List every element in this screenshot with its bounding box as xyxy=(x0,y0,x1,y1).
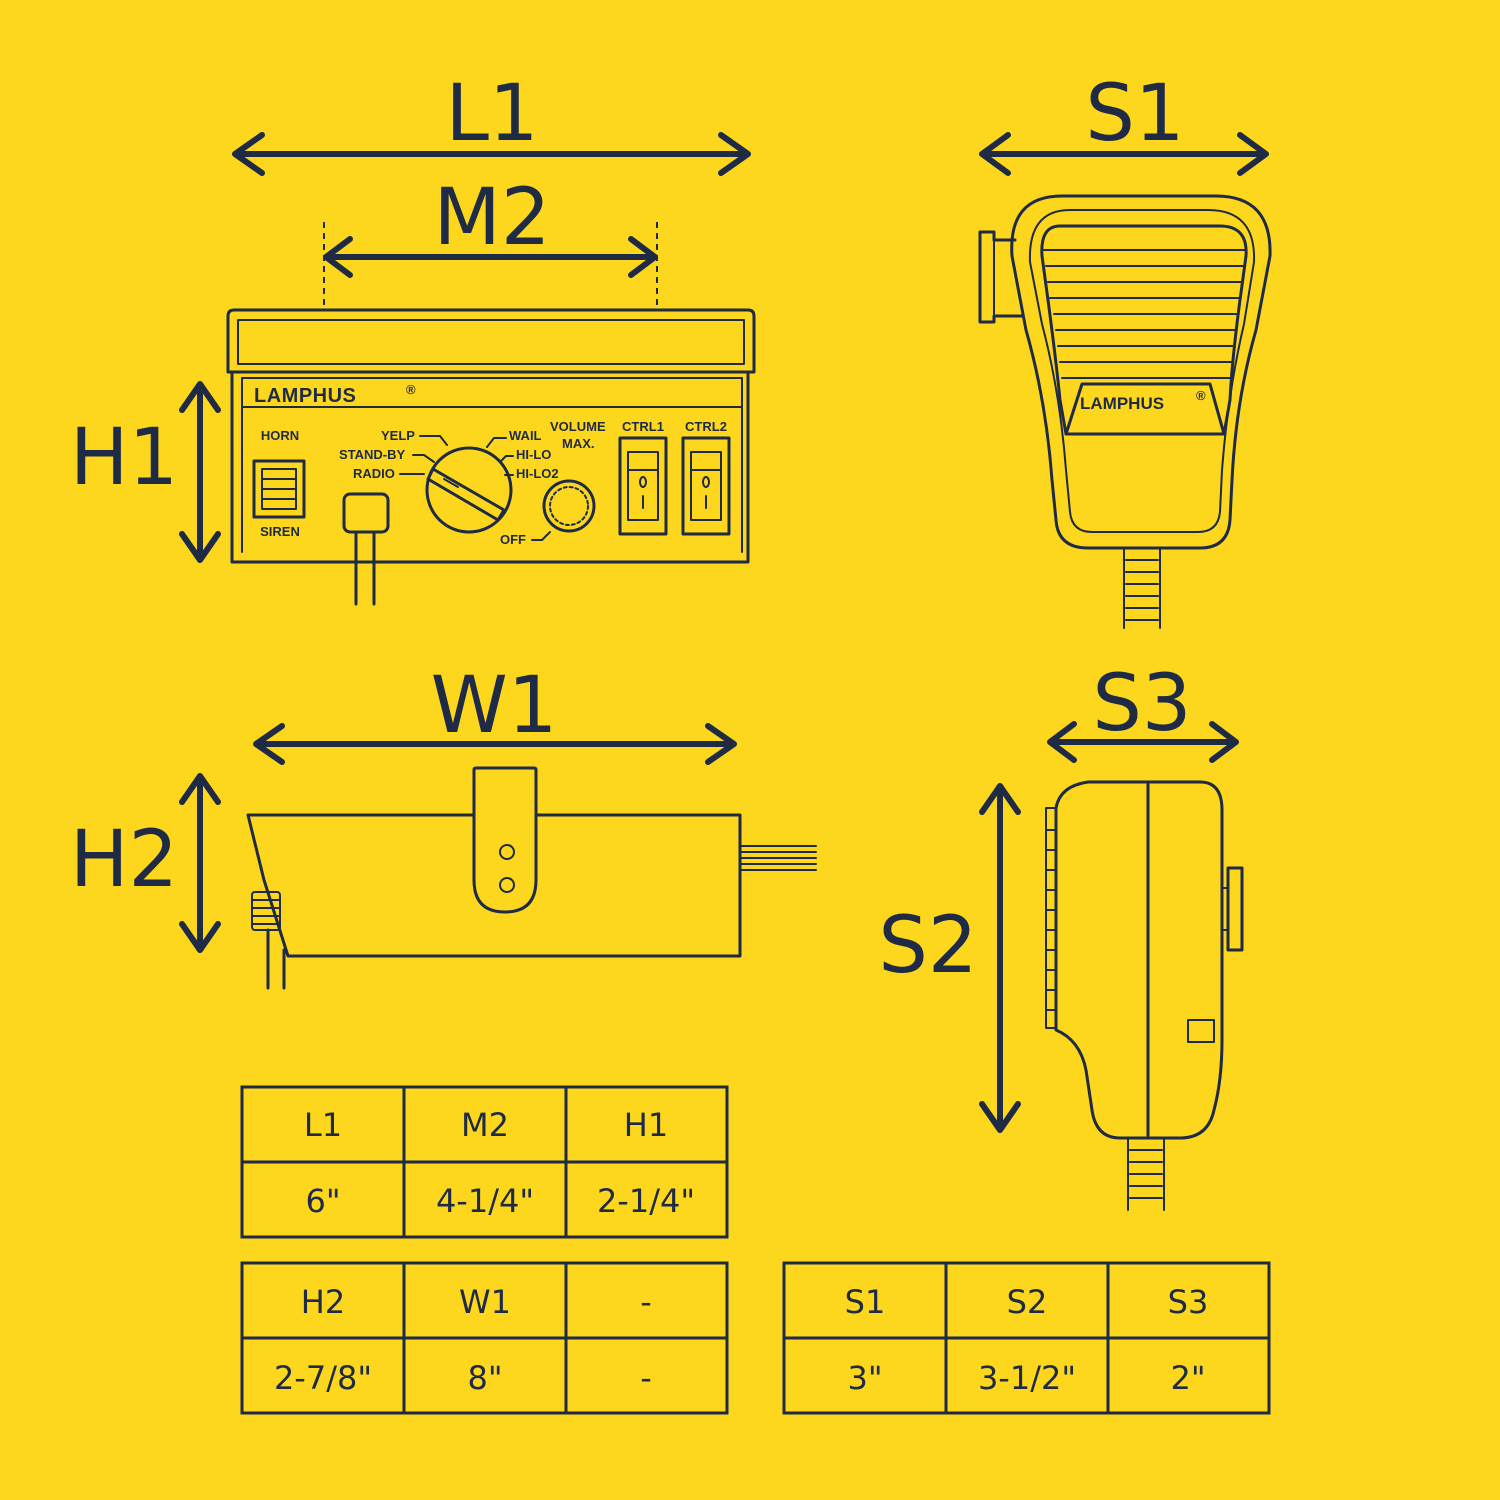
dimension-table-3: S1 S2 S3 3" 3-1/2" 2" xyxy=(782,1261,1271,1415)
wail-label: WAIL xyxy=(509,428,542,443)
microphone-cord-side xyxy=(1127,1137,1165,1211)
l1-dimension: L1 xyxy=(232,69,751,176)
table3-header-cell: S2 xyxy=(1007,1283,1048,1321)
table2-header-cell: W1 xyxy=(459,1283,511,1321)
microphone-brand-mark: ® xyxy=(1196,388,1206,403)
m2-arrow xyxy=(323,236,658,278)
table2-value-cell: - xyxy=(640,1359,652,1397)
mode-selector-knob[interactable] xyxy=(425,446,513,534)
control-box-side xyxy=(246,766,817,990)
s2-dimension: S2 xyxy=(878,783,1021,1133)
ctrl2-label: CTRL2 xyxy=(685,419,727,434)
horn-label: HORN xyxy=(261,428,299,443)
table3-value-cell: 2" xyxy=(1170,1359,1205,1397)
microphone-cord-front xyxy=(1123,547,1161,629)
table2-value-cell: 8" xyxy=(467,1359,502,1397)
table1-header-cell: H1 xyxy=(624,1106,668,1144)
mic-side-slot xyxy=(1187,1019,1215,1043)
dimension-table-1: L1 M2 H1 6" 4-1/4" 2-1/4" xyxy=(240,1085,729,1239)
w1-arrow xyxy=(253,723,737,765)
off-label: OFF xyxy=(500,532,526,547)
h2-label: H2 xyxy=(70,815,178,905)
volume-label: VOLUME xyxy=(550,419,606,434)
l1-arrow xyxy=(232,132,751,176)
table1-value-cell: 6" xyxy=(305,1182,340,1220)
control-box-brand-mark: ® xyxy=(406,382,416,397)
radio-label: RADIO xyxy=(353,466,395,481)
h1-label: H1 xyxy=(70,413,178,503)
h2-arrow xyxy=(179,773,221,953)
table1-header-cell: L1 xyxy=(304,1106,342,1144)
siren-label: SIREN xyxy=(260,524,300,539)
s3-dimension: S3 xyxy=(1047,659,1239,763)
s3-arrow xyxy=(1047,721,1239,763)
table2-header-cell: - xyxy=(640,1283,652,1321)
microphone-brand: LAMPHUS xyxy=(1080,394,1164,413)
hilo-label: HI-LO xyxy=(516,447,551,462)
s2-arrow xyxy=(979,783,1021,1133)
control-box-front: LAMPHUS ® HORN SIREN YELP STAND-BY RADIO… xyxy=(226,308,756,606)
w1-label: W1 xyxy=(431,661,558,751)
table1-value-cell: 2-1/4" xyxy=(597,1182,695,1220)
table3-value-cell: 3-1/2" xyxy=(978,1359,1076,1397)
dimension-table-2: H2 W1 - 2-7/8" 8" - xyxy=(240,1261,729,1415)
ctrl2-switch[interactable] xyxy=(681,436,731,536)
ptt-button[interactable] xyxy=(978,230,1024,324)
max-label: MAX. xyxy=(562,436,595,451)
table3-header-cell: S3 xyxy=(1168,1283,1209,1321)
table2-value-cell: 2-7/8" xyxy=(274,1359,372,1397)
h2-dimension: H2 xyxy=(70,773,221,953)
m2-dimension: M2 xyxy=(323,173,658,305)
s1-arrow xyxy=(979,132,1269,176)
control-box-brand: LAMPHUS xyxy=(254,385,356,407)
s1-dimension: S1 xyxy=(979,69,1269,176)
radio-cable-connector xyxy=(342,492,390,606)
s1-label: S1 xyxy=(1085,69,1184,159)
h1-arrow xyxy=(179,381,221,563)
table3-header-cell: S1 xyxy=(845,1283,886,1321)
s3-label: S3 xyxy=(1092,659,1191,749)
table2-header-cell: H2 xyxy=(301,1283,345,1321)
m2-label: M2 xyxy=(434,173,551,263)
w1-dimension: W1 xyxy=(253,661,737,765)
table1-value-cell: 4-1/4" xyxy=(436,1182,534,1220)
table3-value-cell: 3" xyxy=(847,1359,882,1397)
l1-label: L1 xyxy=(445,69,538,159)
ctrl1-label: CTRL1 xyxy=(622,419,664,434)
microphone-side xyxy=(1045,780,1244,1211)
horn-siren-switch[interactable] xyxy=(252,459,306,519)
yelp-label: YELP xyxy=(381,428,415,443)
table1-header-cell: M2 xyxy=(461,1106,509,1144)
s2-label: S2 xyxy=(878,901,977,991)
standby-label: STAND-BY xyxy=(339,447,406,462)
h1-dimension: H1 xyxy=(70,381,221,563)
ptt-button-side[interactable] xyxy=(1221,866,1244,952)
volume-knob[interactable] xyxy=(542,479,596,533)
hilo2-label: HI-LO2 xyxy=(516,466,559,481)
microphone-front: LAMPHUS ® xyxy=(978,194,1272,629)
ctrl1-switch[interactable] xyxy=(618,436,668,536)
